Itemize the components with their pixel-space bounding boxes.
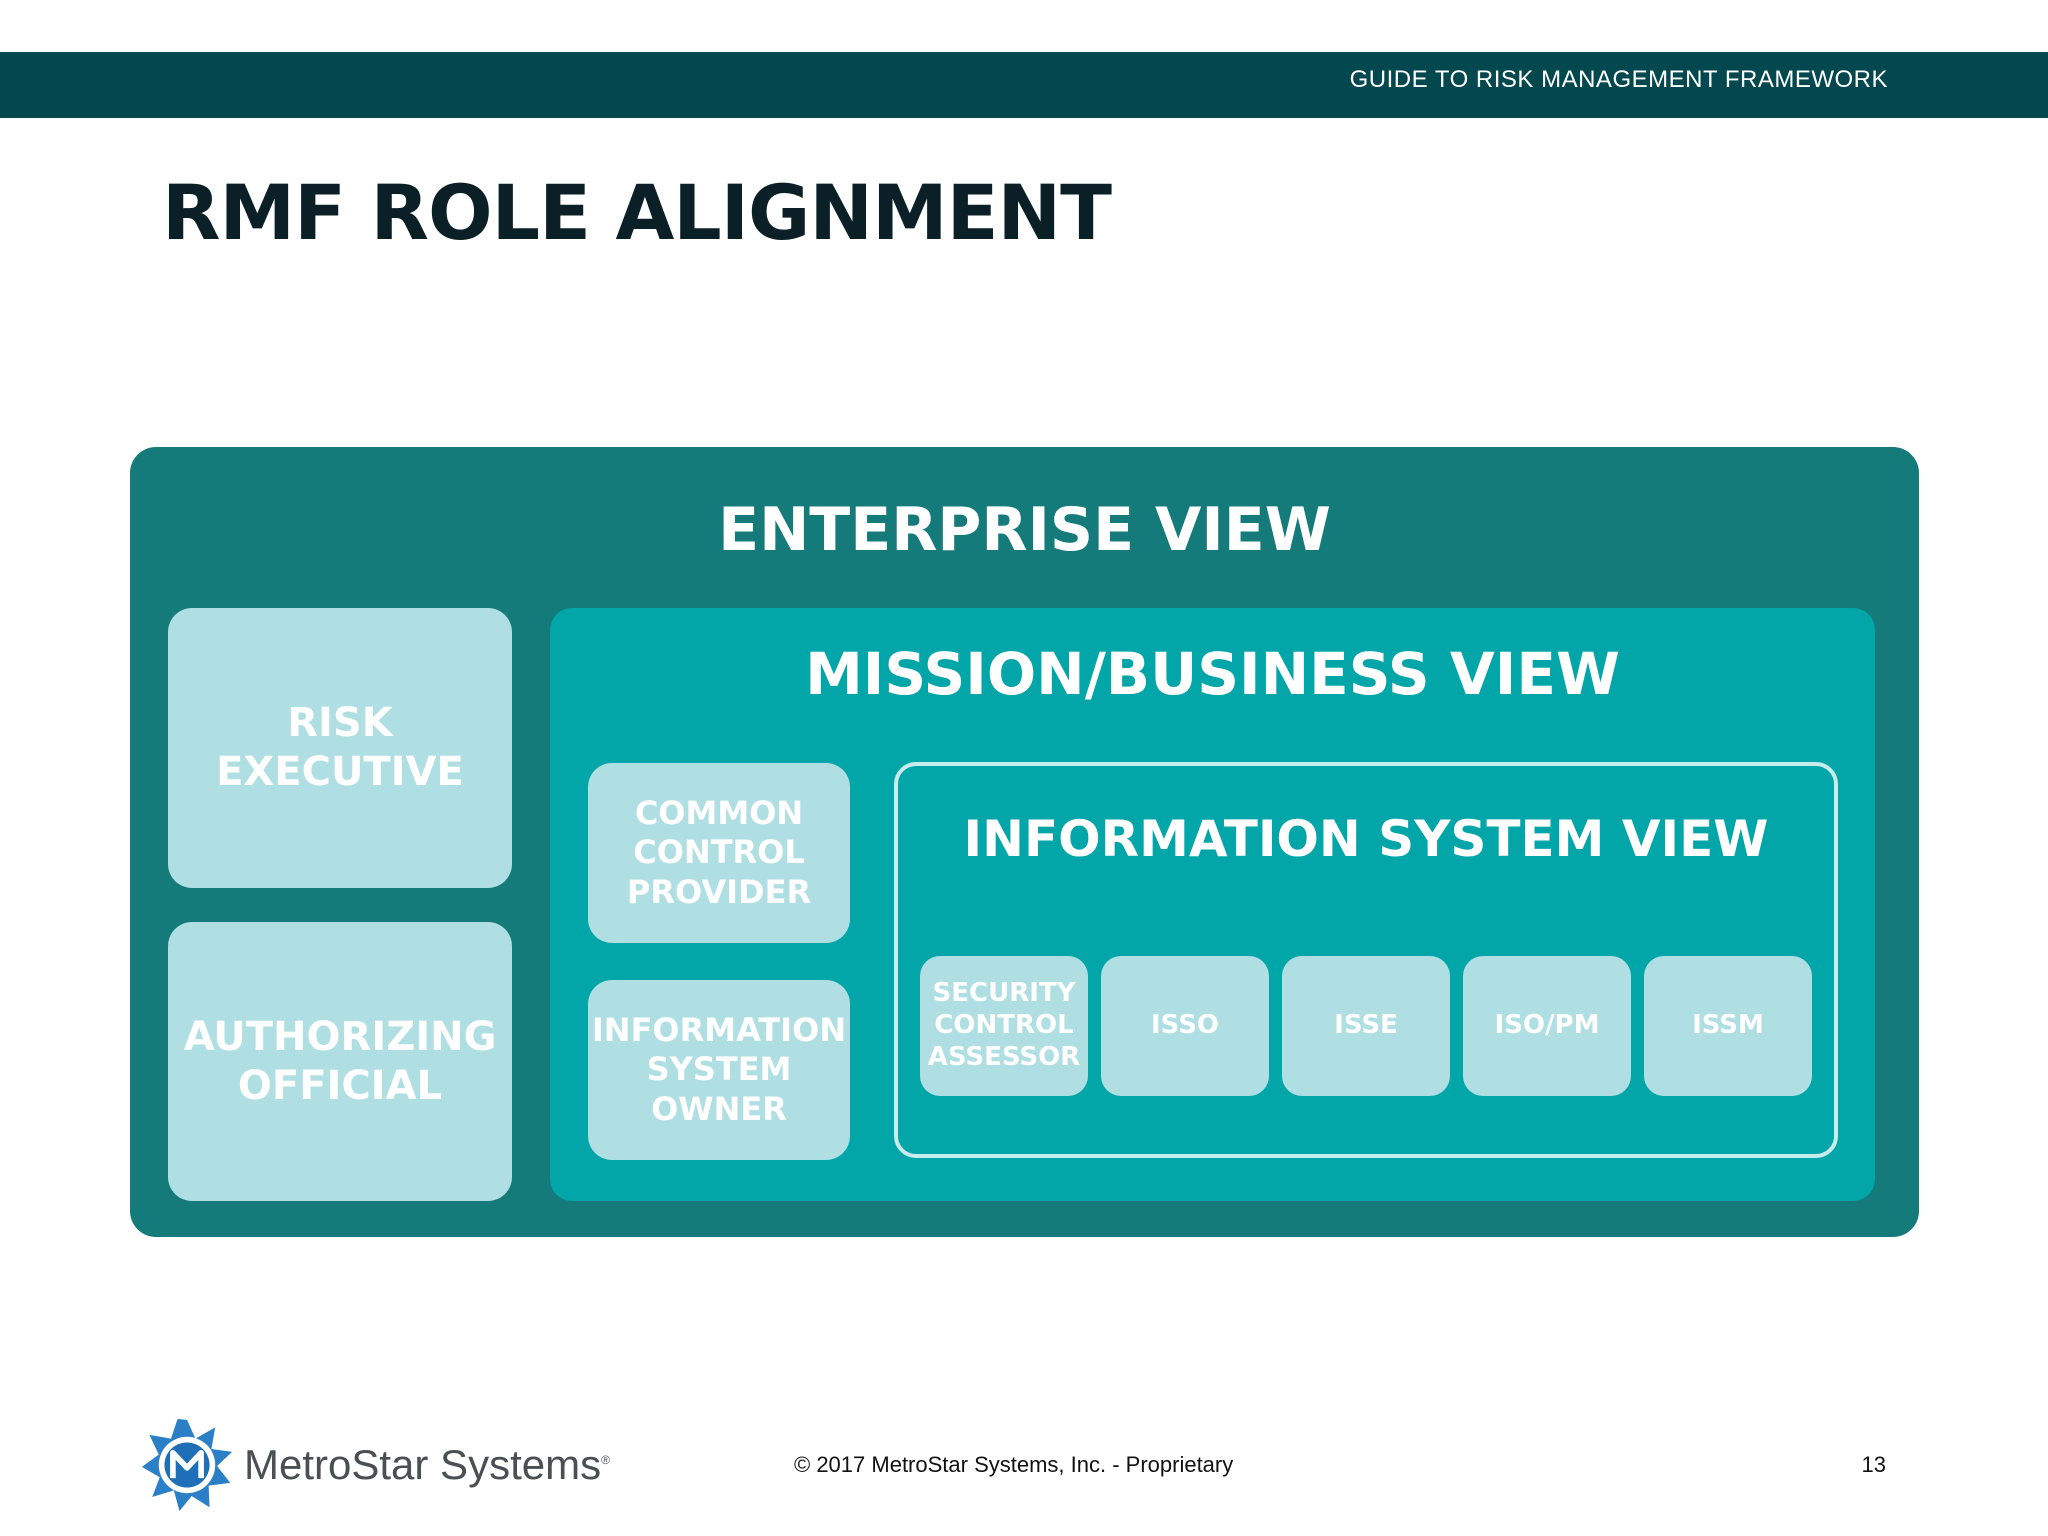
metrostar-star-logo-icon xyxy=(141,1418,233,1512)
risk-executive-box: RISK EXECUTIVE xyxy=(168,608,512,888)
brand-name: MetroStar Systems® xyxy=(244,1441,610,1489)
information-system-view-title: INFORMATION SYSTEM VIEW xyxy=(963,810,1769,868)
authorizing-official-label-line1: AUTHORIZING xyxy=(183,1013,497,1060)
issm-label: ISSM xyxy=(1692,1010,1764,1041)
common-control-provider-line1: COMMON xyxy=(634,794,804,833)
security-control-assessor-box: SECURITY CONTROL ASSESSOR xyxy=(920,956,1088,1096)
iso-pm-label: ISO/PM xyxy=(1494,1010,1600,1041)
authorizing-official-box: AUTHORIZING OFFICIAL xyxy=(168,922,512,1201)
issm-box: ISSM xyxy=(1644,956,1812,1096)
information-system-owner-box: INFORMATION SYSTEM OWNER xyxy=(588,980,850,1160)
mission-business-view-box: MISSION/BUSINESS VIEW COMMON CONTROL PRO… xyxy=(550,608,1875,1201)
page-number: 13 xyxy=(1861,1452,1886,1477)
enterprise-view-title: ENTERPRISE VIEW xyxy=(718,495,1331,565)
information-system-owner-line2: SYSTEM xyxy=(646,1050,792,1089)
information-system-view-box: INFORMATION SYSTEM VIEW SECURITY CONTROL… xyxy=(894,762,1838,1158)
common-control-provider-box: COMMON CONTROL PROVIDER xyxy=(588,763,850,943)
isso-label: ISSO xyxy=(1150,1010,1220,1041)
common-control-provider-line2: CONTROL xyxy=(633,833,805,872)
isso-box: ISSO xyxy=(1101,956,1269,1096)
authorizing-official-label-line2: OFFICIAL xyxy=(237,1062,443,1109)
security-control-assessor-line2: CONTROL xyxy=(934,1010,1074,1041)
isse-box: ISSE xyxy=(1282,956,1450,1096)
common-control-provider-line3: PROVIDER xyxy=(626,872,812,911)
information-system-owner-line3: OWNER xyxy=(651,1089,787,1128)
header-bar: GUIDE TO RISK MANAGEMENT FRAMEWORK xyxy=(0,52,2048,118)
header-title: GUIDE TO RISK MANAGEMENT FRAMEWORK xyxy=(1349,66,1888,93)
security-control-assessor-line1: SECURITY xyxy=(932,978,1076,1009)
copyright-notice: © 2017 MetroStar Systems, Inc. - Proprie… xyxy=(794,1452,1234,1477)
brand-text: MetroStar Systems xyxy=(244,1441,602,1488)
risk-executive-label-line1: RISK xyxy=(287,700,393,747)
enterprise-view-box: ENTERPRISE VIEW RISK EXECUTIVE AUTHORIZI… xyxy=(130,447,1919,1237)
isse-label: ISSE xyxy=(1334,1010,1398,1041)
risk-executive-label-line2: EXECUTIVE xyxy=(216,749,464,795)
iso-pm-box: ISO/PM xyxy=(1463,956,1631,1096)
security-control-assessor-line3: ASSESSOR xyxy=(927,1041,1081,1072)
mission-business-view-title: MISSION/BUSINESS VIEW xyxy=(805,640,1620,708)
slide-title: RMF ROLE ALIGNMENT xyxy=(162,168,1112,257)
information-system-owner-line1: INFORMATION xyxy=(591,1011,847,1050)
registered-mark: ® xyxy=(601,1453,610,1467)
